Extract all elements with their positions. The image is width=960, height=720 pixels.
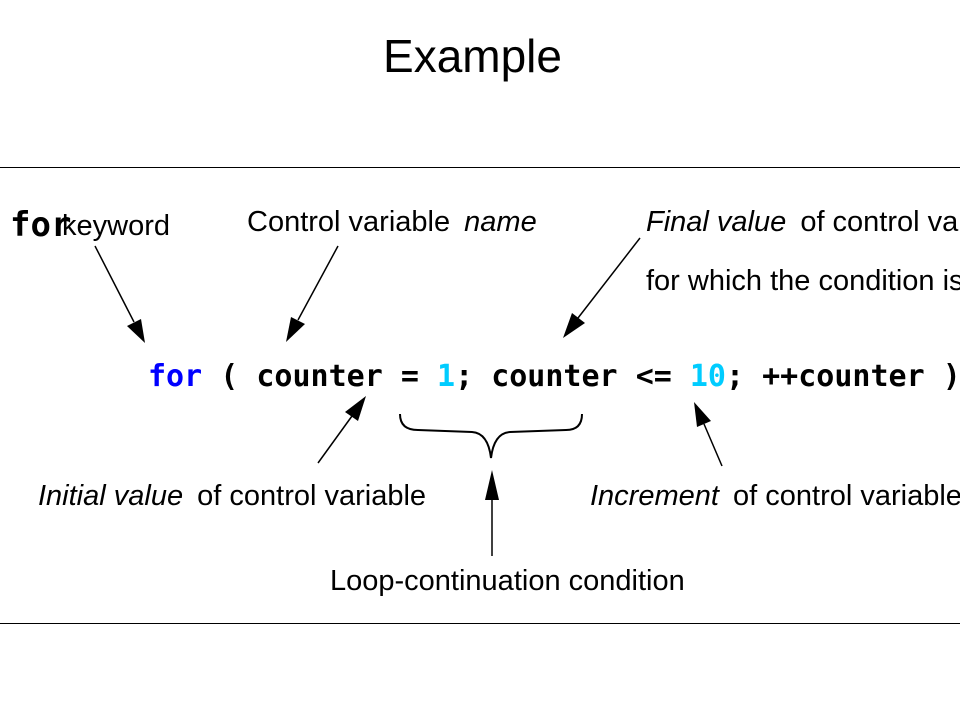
label-initial-normal: of control variable: [197, 480, 426, 512]
svg-text:Initial value of contr: Initial value of control variable: [38, 480, 426, 512]
arrow-increment: [694, 402, 723, 467]
code-assign-op: =: [401, 359, 419, 394]
code-final-value: 10: [690, 359, 726, 394]
label-increment-normal: of control variable: [733, 480, 960, 512]
code-init-value: 1: [437, 359, 455, 394]
code-line: for ( counter = 1; counter <= 10; ++coun…: [148, 359, 960, 394]
arrow-for-keyword: [94, 245, 145, 343]
arrow-control-variable-name: [286, 245, 339, 342]
code-cond-op: <=: [636, 359, 672, 394]
for-loop-diagram: for keyword Control variable name Final …: [10, 205, 960, 597]
label-cvn-italic: name: [464, 206, 537, 238]
top-divider: [0, 167, 960, 168]
label-initial-value: Initial value of control variable: [38, 480, 426, 512]
svg-text:for ( counter = 1; counter <=: for ( counter = 1; counter <= 10; ++coun…: [148, 359, 960, 394]
label-for-text: keyword: [62, 210, 170, 242]
label-increment: Increment of control variable: [590, 480, 960, 512]
svg-text:Control variable name: Control variable name: [247, 206, 537, 238]
label-cvn-normal: Control variable: [247, 206, 450, 238]
label-initial-italic: Initial value: [38, 480, 183, 512]
code-semicolon-2: ;: [726, 359, 744, 394]
code-close-paren: ): [943, 359, 960, 394]
code-semicolon-1: ;: [455, 359, 473, 394]
label-final-value: Final value of control variable for whic…: [646, 206, 960, 297]
condition-brace: [399, 413, 583, 459]
label-for-keyword: for keyword: [10, 205, 170, 245]
label-for-code: for: [10, 205, 71, 245]
code-keyword-for: for: [148, 359, 202, 394]
label-final-normal: of control variable: [800, 206, 960, 238]
code-increment: ++counter: [762, 359, 925, 394]
svg-text:Final value of control: Final value of control variable: [646, 206, 960, 238]
code-init-var: counter: [256, 359, 382, 394]
code-cond-var: counter: [491, 359, 617, 394]
label-final-italic: Final value: [646, 206, 786, 238]
label-final-line2: for which the condition is true: [646, 265, 960, 297]
svg-text:Increment of control v: Increment of control variable: [590, 480, 960, 512]
slide-title: Example: [383, 30, 562, 82]
arrow-final-value: [563, 237, 641, 338]
label-loop-condition: Loop-continuation condition: [330, 565, 685, 597]
arrow-loop-condition: [485, 470, 499, 556]
label-increment-italic: Increment: [590, 480, 721, 512]
code-open-paren: (: [220, 359, 238, 394]
label-control-variable-name: Control variable name: [247, 206, 537, 238]
bottom-divider: [0, 623, 960, 624]
arrow-initial-value: [317, 396, 366, 464]
